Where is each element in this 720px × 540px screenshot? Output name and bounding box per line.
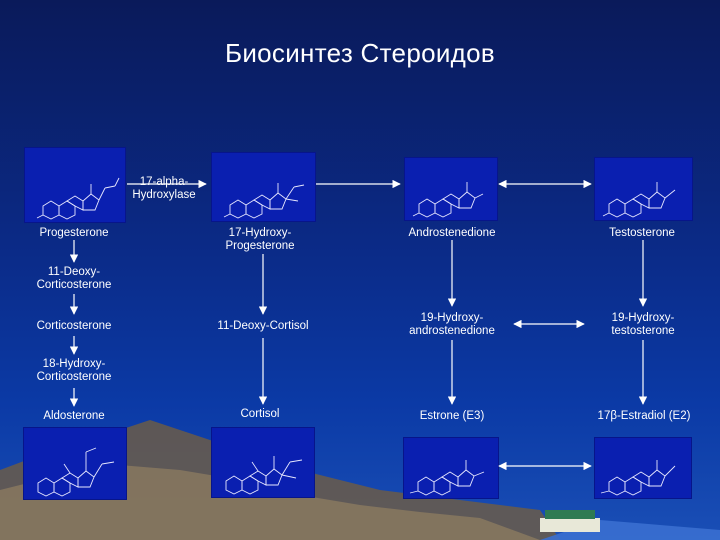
node-corticosterone: Corticosterone bbox=[36, 320, 112, 332]
hydroxyprogesterone-structure bbox=[211, 152, 316, 222]
node-estradiol: 17β-Estradiol (E2) bbox=[597, 410, 691, 422]
node-cortisol: Cortisol bbox=[240, 408, 280, 420]
estradiol-structure bbox=[594, 437, 692, 499]
node-19-hydroxytestosterone: 19-Hydroxy- testosterone bbox=[611, 312, 675, 337]
aldosterone-structure bbox=[23, 427, 127, 500]
node-19-hydroxyandrostenedione: 19-Hydroxy- androstenedione bbox=[409, 312, 495, 337]
progesterone-structure bbox=[24, 147, 126, 223]
building-illustration bbox=[540, 518, 600, 532]
node-androstenedione: Androstenedione bbox=[408, 227, 496, 239]
cortisol-structure bbox=[211, 427, 315, 498]
node-17-hydroxyprogesterone: 17-Hydroxy- Progesterone bbox=[225, 227, 295, 252]
androstenedione-structure bbox=[404, 157, 498, 221]
node-18-hydroxycorticosterone: 18-Hydroxy- Corticosterone bbox=[36, 358, 112, 383]
node-11-deoxycortisol: 11-Deoxy-Cortisol bbox=[217, 320, 309, 332]
page-title: Биосинтез Стероидов bbox=[224, 38, 496, 68]
node-progesterone: Progesterone bbox=[39, 227, 109, 239]
node-testosterone: Testosterone bbox=[609, 227, 675, 239]
enzyme-17-alpha-hydroxylase: 17-alpha- Hydroxylase bbox=[132, 176, 196, 201]
node-11-deoxycorticosterone: 11-Deoxy- Corticosterone bbox=[36, 266, 112, 291]
testosterone-structure bbox=[594, 157, 693, 221]
node-estrone: Estrone (E3) bbox=[419, 410, 485, 422]
estrone-structure bbox=[403, 437, 499, 499]
node-aldosterone: Aldosterone bbox=[43, 410, 105, 422]
